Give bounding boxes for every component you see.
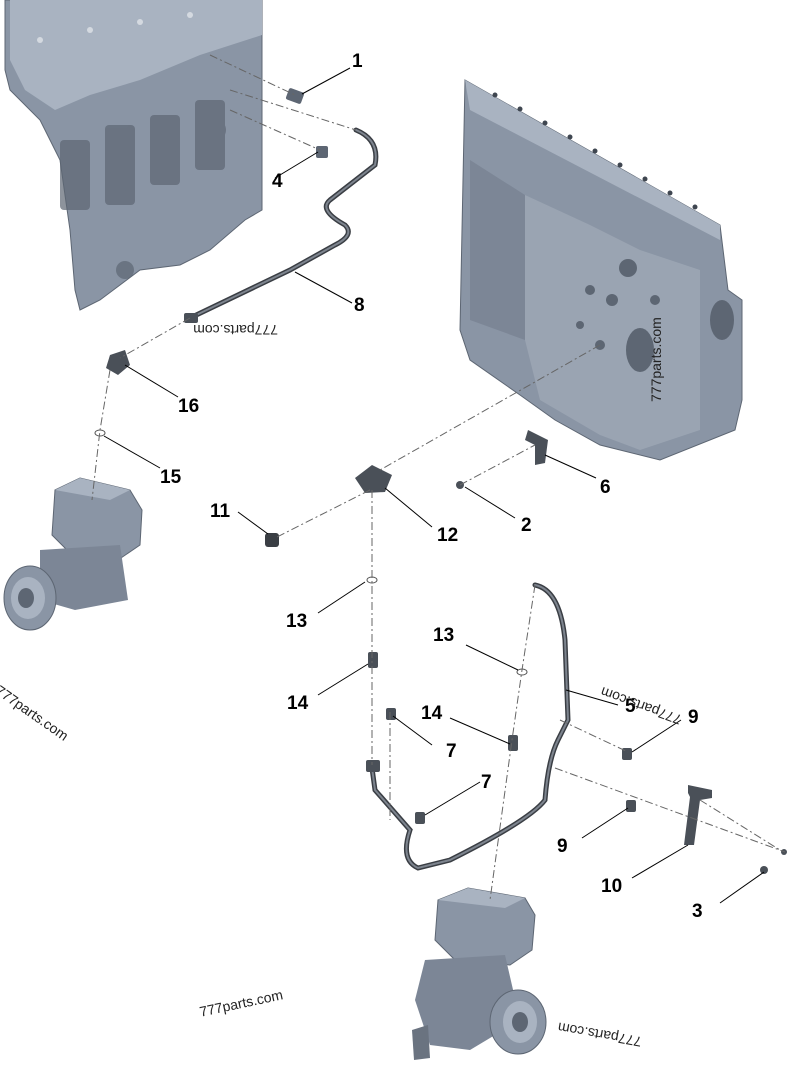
callout-13-right: 13: [433, 625, 455, 646]
callout-6: 6: [600, 477, 611, 498]
callout-7-lower: 7: [481, 772, 492, 793]
callout-13-left: 13: [286, 611, 308, 632]
watermark-upper: 777parts.com: [193, 322, 278, 338]
callout-4: 4: [272, 171, 283, 192]
callout-14-right: 14: [421, 703, 443, 724]
engine-block-left: [4, 0, 263, 311]
air-compressor-upper: [3, 477, 143, 631]
callout-3: 3: [692, 901, 703, 922]
callout-10: 10: [601, 876, 623, 897]
callout-12: 12: [437, 525, 459, 546]
callout-14-left: 14: [287, 693, 309, 714]
callout-9-upper: 9: [688, 707, 699, 728]
callout-7-upper: 7: [446, 741, 457, 762]
callout-11: 11: [210, 501, 231, 522]
callout-9-lower: 9: [557, 836, 568, 857]
air-compressor-lower: [412, 887, 547, 1060]
watermark-right-vertical: 777parts.com: [648, 317, 664, 402]
callout-1: 1: [352, 51, 363, 72]
callout-2: 2: [521, 515, 532, 536]
engine-block-right: [459, 79, 743, 461]
callout-8: 8: [354, 295, 365, 316]
callout-15: 15: [160, 467, 182, 488]
assembly-lines: [91, 54, 786, 901]
tubes: [187, 127, 571, 871]
small-parts: [94, 88, 787, 874]
callout-5: 5: [625, 696, 636, 717]
leader-lines: [103, 67, 765, 904]
callout-16: 16: [178, 396, 200, 417]
